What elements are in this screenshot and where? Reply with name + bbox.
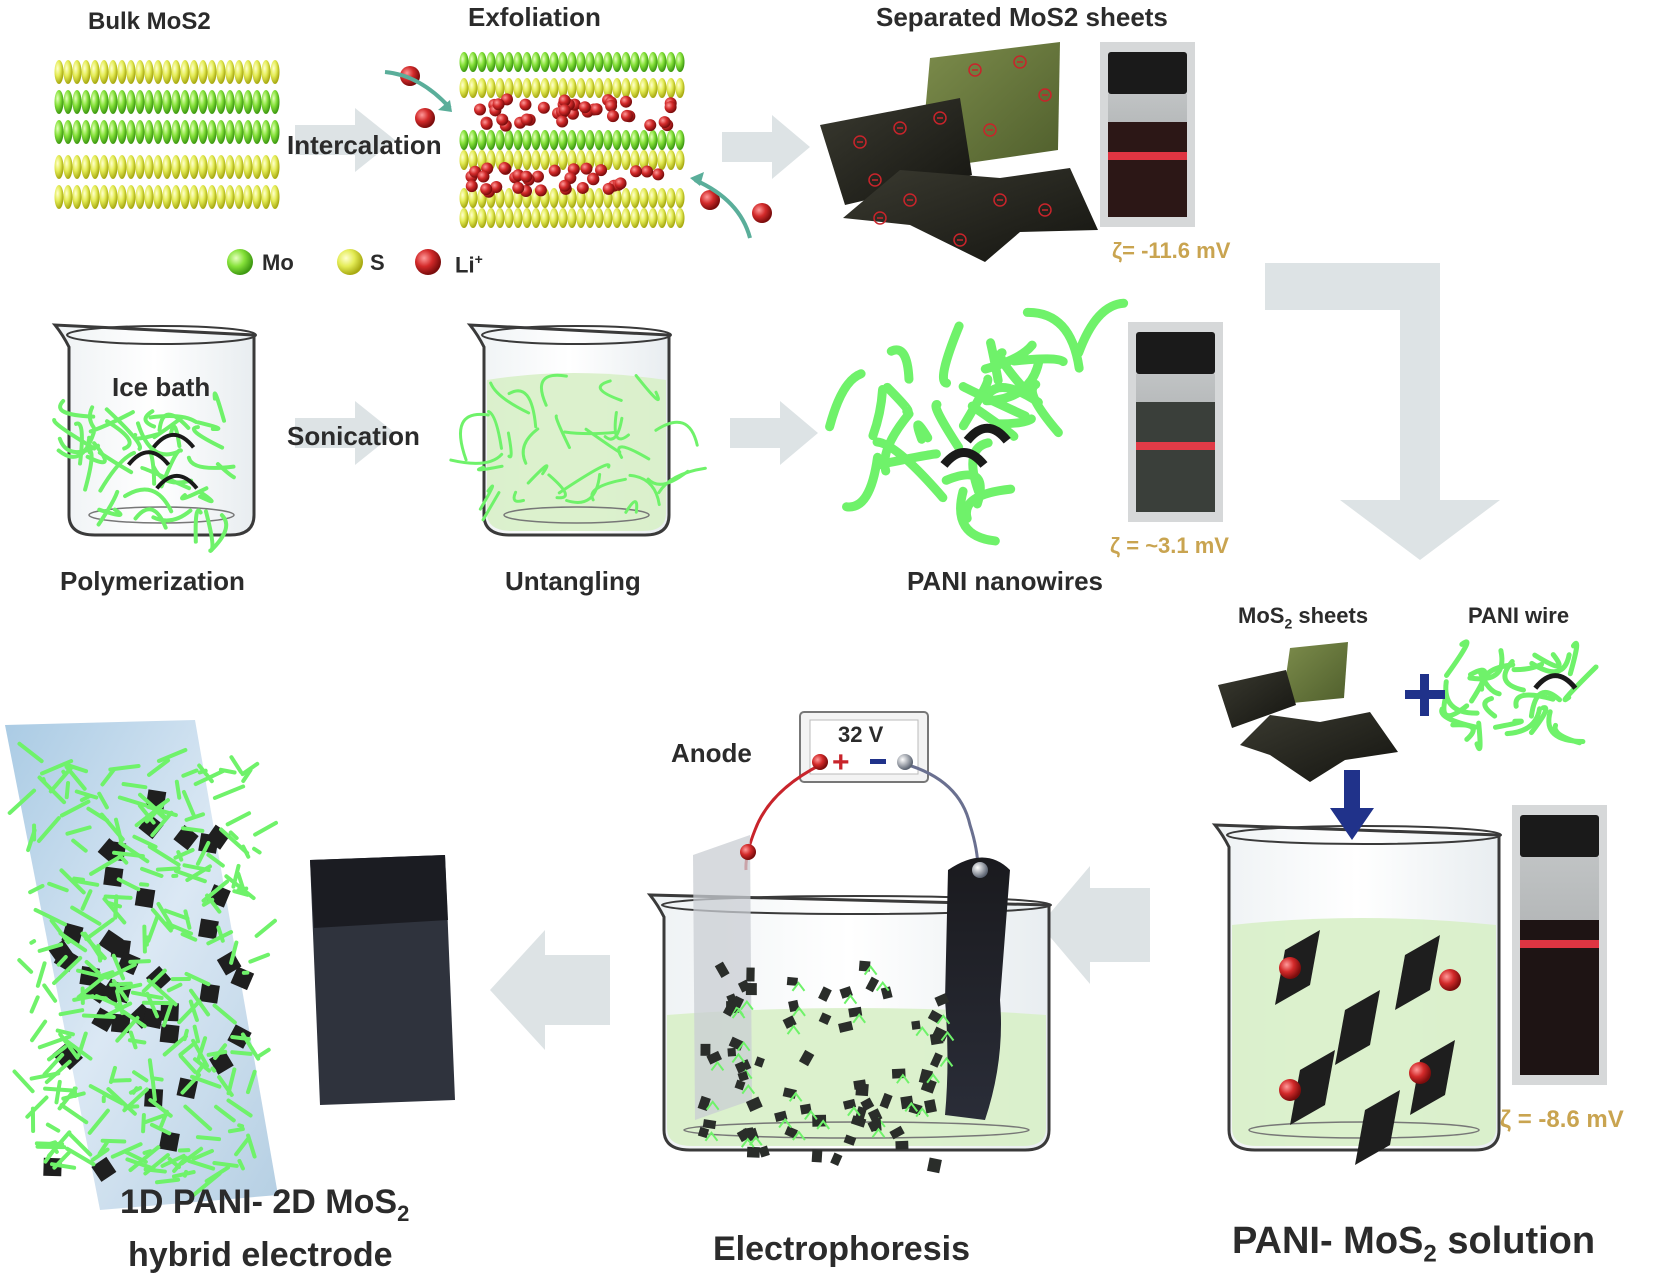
zeta-potential-mos2: ζ= -11.6 mV (1112, 240, 1230, 262)
pani-wire-label: PANI wire (1468, 605, 1569, 627)
mos2-sheets-label: MoS2 sheets (1238, 605, 1368, 630)
untangling-label: Untangling (505, 568, 641, 594)
pani-nanowires-label: PANI nanowires (907, 568, 1103, 594)
electrophoresis-label: Electrophoresis (713, 1232, 970, 1266)
zeta-potential-mixture: ζ = -8.6 mV (1500, 1108, 1624, 1132)
zeta-potential-pani: ζ = ~3.1 mV (1110, 535, 1229, 557)
ice-bath-label: Ice bath (112, 374, 210, 400)
polymerization-label: Polymerization (60, 568, 245, 594)
sonication-label: Sonication (287, 423, 420, 449)
legend-li-label: Li+ (455, 252, 483, 276)
voltage-label: 32 V (838, 724, 883, 746)
anode-label: Anode (671, 740, 752, 766)
bulk-mos2-label: Bulk MoS2 (88, 10, 211, 34)
hybrid-electrode-label-1: 1D PANI- 2D MoS2 (120, 1185, 409, 1225)
exfoliation-label: Exfoliation (468, 4, 601, 30)
pani-mos2-solution-label: PANI- MoS2 solution (1232, 1222, 1595, 1267)
intercalation-label: Intercalation (287, 132, 442, 158)
separated-sheets-label: Separated MoS2 sheets (876, 4, 1168, 30)
hybrid-electrode-label-2: hybrid electrode (128, 1238, 393, 1272)
legend-s-label: S (370, 252, 385, 274)
svg-text:+: + (832, 746, 850, 779)
legend-mo-label: Mo (262, 252, 294, 274)
